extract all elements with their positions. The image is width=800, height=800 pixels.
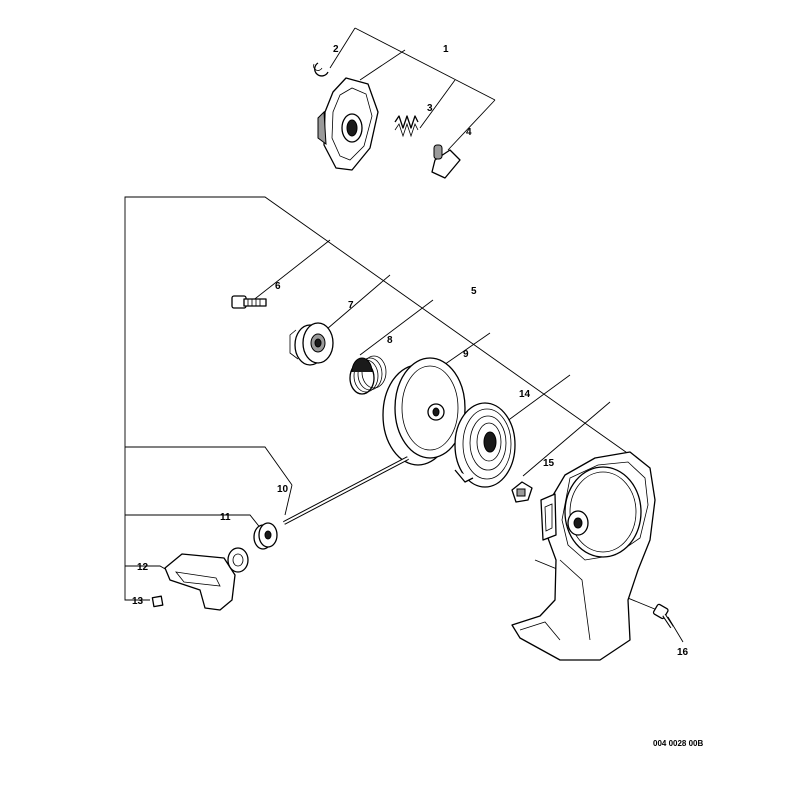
part-2-clip: [313, 62, 329, 77]
callout-16: 16: [677, 647, 689, 658]
part-9-rope-pulley: [382, 357, 466, 466]
part-11-rope-guide: [253, 522, 278, 550]
part-13-small-clip: [151, 595, 164, 608]
part-8-coil-spring: [349, 355, 387, 395]
part-15-nut: [511, 481, 533, 503]
callout-2: 2: [333, 44, 339, 55]
callout-15: 15: [543, 458, 555, 469]
callout-5: 5: [471, 286, 477, 297]
callout-1: 1: [443, 44, 449, 55]
part-14-recoil-spring: [454, 402, 516, 488]
callout-10: 10: [277, 484, 289, 495]
drawing-code: 004 0028 00B: [653, 739, 703, 748]
starter-housing: [511, 451, 656, 661]
callout-14: 14: [519, 389, 531, 400]
callout-12: 12: [137, 562, 149, 573]
part-3-spring: [394, 115, 419, 138]
part-10-rope: [283, 456, 409, 525]
part-7-hub: [289, 322, 334, 366]
callout-6: 6: [275, 281, 281, 292]
part-12-handle: [164, 547, 249, 611]
callout-labels: 2 1 3 4 6 5 7 8 9 14 15 10 11 12 13 16: [132, 44, 689, 658]
callout-8: 8: [387, 335, 393, 346]
callout-9: 9: [463, 349, 469, 360]
callout-3: 3: [427, 103, 433, 114]
callout-7: 7: [348, 300, 354, 311]
part-16-screw: [652, 603, 674, 629]
callout-4: 4: [466, 127, 472, 138]
part-4-pawl: [431, 144, 461, 179]
callout-11: 11: [220, 512, 231, 523]
part-6-bolt: [231, 295, 267, 309]
part-1-ratchet-housing: [317, 77, 379, 171]
callout-13: 13: [132, 596, 144, 607]
